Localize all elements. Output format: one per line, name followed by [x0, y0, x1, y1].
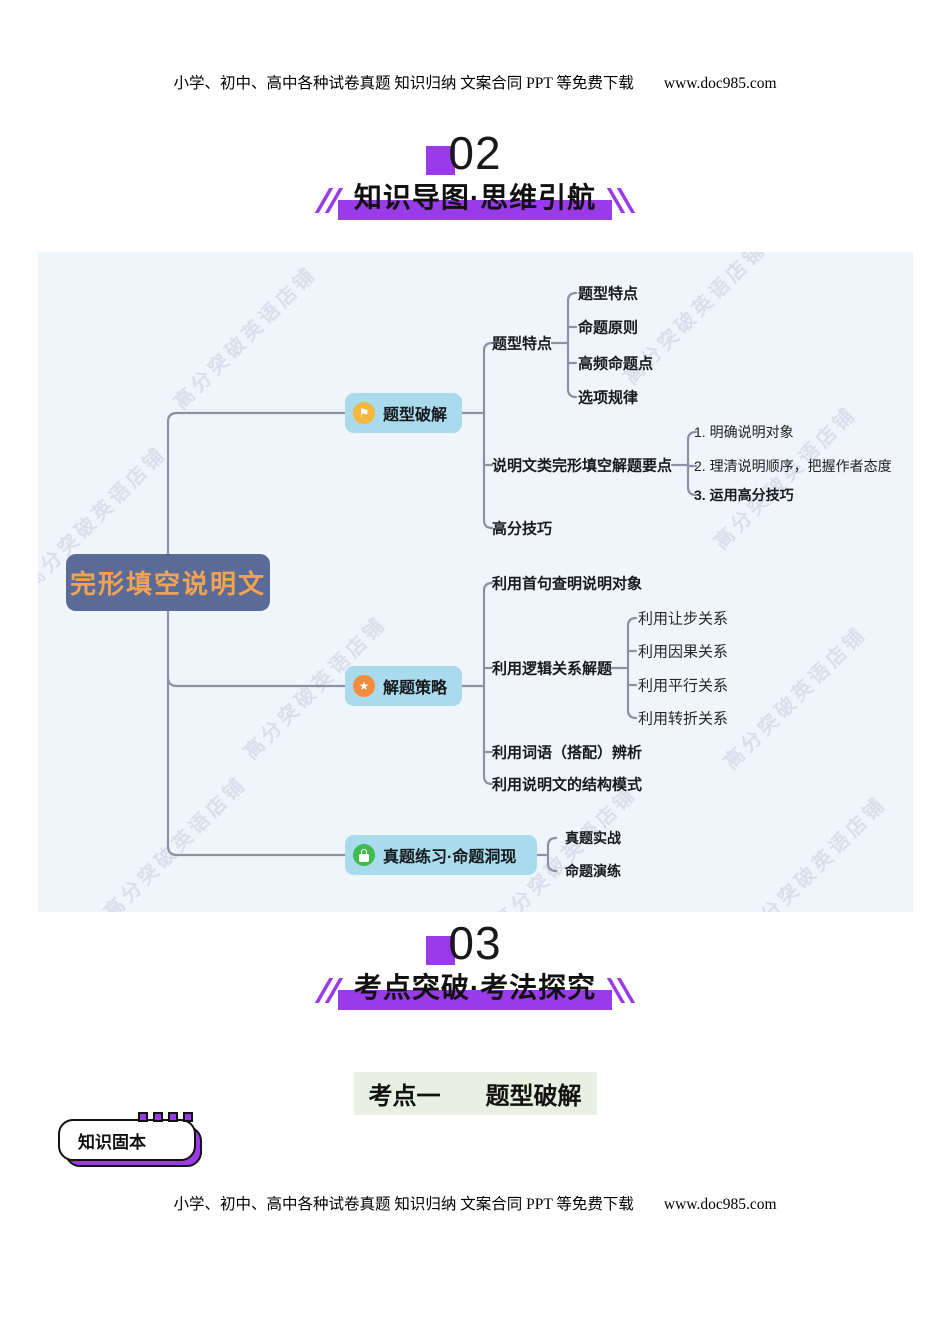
lock-icon	[353, 844, 375, 866]
badge-notch-icon	[153, 1112, 163, 1122]
section-02-heading: 02 知识导图·思维引航	[0, 130, 950, 220]
mindmap-node: 选项规律	[578, 389, 639, 407]
mindmap-canvas: 高分突破英语店铺 高分突破英语店铺 高分突破英语店铺 高分突破英语店铺 高分突破…	[38, 252, 913, 912]
star-icon: ★	[353, 675, 375, 697]
branch-label: 真题练习·命题洞现	[383, 849, 517, 866]
number-accent-square	[426, 146, 456, 175]
page-header: 小学、初中、高中各种试卷真题 知识归纳 文案合同 PPT 等免费下载 www.do…	[0, 71, 950, 93]
section-02-title: 知识导图·思维引航	[337, 181, 613, 220]
header-text: 小学、初中、高中各种试卷真题 知识归纳 文案合同 PPT 等免费下载	[173, 75, 634, 92]
mindmap-node: 利用让步关系	[638, 610, 729, 628]
mindmap-node: 高频命题点	[578, 355, 654, 373]
badge-notch-icon	[183, 1112, 193, 1122]
mindmap-node: 真题实战	[565, 830, 621, 846]
branch-node-practice: 真题练习·命题洞现	[345, 835, 537, 875]
mindmap-node: 利用因果关系	[638, 643, 729, 661]
branch-label: 题型破解	[383, 407, 448, 424]
exam-point-heading: 考点一 题型破解	[0, 1072, 950, 1115]
mindmap-node: 命题演练	[565, 863, 621, 879]
badge-label: 知识固本	[58, 1119, 196, 1161]
section-02-number: 02	[426, 130, 501, 176]
number-accent-square	[426, 936, 456, 965]
mindmap-node: 说明文类完形填空解题要点	[492, 457, 673, 475]
mindmap-node: 利用平行关系	[638, 677, 729, 695]
flag-icon: ⚑	[353, 402, 375, 424]
branch-node-strategy: ★ 解题策略	[345, 666, 462, 706]
mindmap-node: 2. 理清说明顺序，把握作者态度	[694, 458, 892, 474]
mindmap-node: 利用词语（搭配）辨析	[492, 744, 643, 762]
section-03-number: 03	[426, 920, 501, 966]
title-highlight-bar	[337, 199, 613, 220]
decor-slashes-right-icon	[606, 977, 636, 1005]
mindmap-root-node: 完形填空说明文	[66, 554, 270, 611]
mindmap-node: 3. 运用高分技巧	[694, 487, 794, 503]
exam-point-label: 考点一	[368, 1083, 441, 1110]
section-03-heading: 03 考点突破·考法探究	[0, 920, 950, 1010]
mindmap-node: 1. 明确说明对象	[694, 424, 794, 440]
section-03-title: 考点突破·考法探究	[337, 971, 613, 1010]
branch-node-question-type: ⚑ 题型破解	[345, 393, 462, 433]
page-footer: 小学、初中、高中各种试卷真题 知识归纳 文案合同 PPT 等免费下载 www.do…	[0, 1192, 950, 1214]
mindmap-node: 高分技巧	[492, 520, 553, 538]
footer-text: 小学、初中、高中各种试卷真题 知识归纳 文案合同 PPT 等免费下载	[173, 1196, 634, 1213]
header-url-link[interactable]: www.doc985.com	[663, 75, 777, 92]
badge-notch-icon	[168, 1112, 178, 1122]
mindmap-node: 命题原则	[578, 319, 639, 337]
mindmap-node: 题型特点	[578, 285, 639, 303]
mindmap-connector-lines	[166, 291, 698, 873]
branch-label: 解题策略	[383, 680, 448, 697]
mindmap-node: 利用说明文的结构模式	[492, 776, 643, 794]
mindmap-node: 题型特点	[492, 335, 553, 353]
mindmap-node: 利用首句查明说明对象	[492, 575, 643, 593]
knowledge-badge: 知识固本	[58, 1112, 202, 1167]
badge-notch-icon	[138, 1112, 148, 1122]
decor-slashes-left-icon	[314, 977, 344, 1005]
title-highlight-bar	[337, 989, 613, 1010]
decor-slashes-right-icon	[606, 187, 636, 215]
decor-slashes-left-icon	[314, 187, 344, 215]
footer-url-link[interactable]: www.doc985.com	[663, 1196, 777, 1213]
mindmap-node: 利用转折关系	[638, 710, 729, 728]
exam-point-title: 题型破解	[485, 1083, 582, 1110]
mindmap-node: 利用逻辑关系解题	[492, 660, 613, 678]
